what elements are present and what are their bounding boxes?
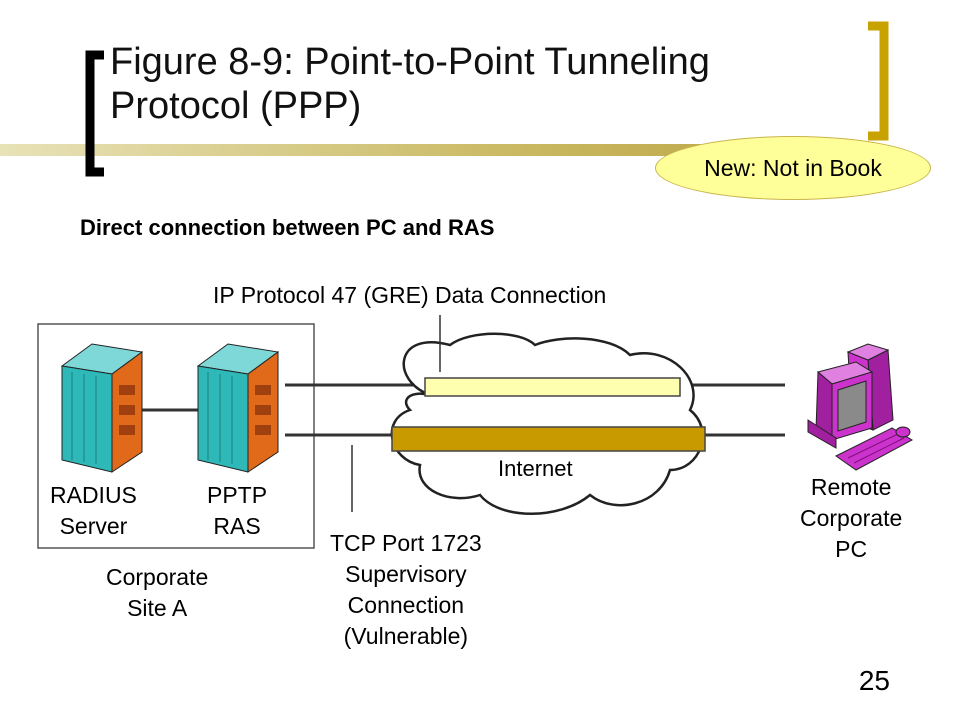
page-number: 25 — [858, 665, 890, 696]
remote-label-line1: Remote — [810, 474, 892, 500]
tcp-label-line3: Connection — [347, 592, 465, 618]
radius-server-icon — [60, 343, 144, 473]
left-bracket — [85, 50, 104, 177]
right-bracket — [868, 21, 889, 141]
remote-pc-icon — [807, 343, 914, 471]
radius-label-line1: RADIUS — [50, 482, 137, 508]
site-label-line1: Corporate — [106, 564, 209, 590]
site-label: Corporate Site A — [106, 562, 208, 624]
internet-label: Internet — [498, 456, 573, 481]
site-label-line2: Site A — [127, 595, 188, 621]
radius-label-line2: Server — [59, 513, 128, 539]
remote-label-line3: PC — [835, 536, 868, 562]
tcp-label-line2: Supervisory — [345, 561, 467, 587]
new-badge: New: Not in Book — [655, 136, 931, 200]
subtitle: Direct connection between PC and RAS — [80, 215, 495, 240]
pptp-label-line2: RAS — [213, 513, 261, 539]
internet-cloud — [390, 332, 704, 515]
radius-label: RADIUS Server — [50, 480, 137, 542]
tcp-tunnel — [391, 426, 706, 452]
remote-label-line2: Corporate — [800, 505, 903, 531]
slide-title: Figure 8-9: Point-to-Point Tunneling Pro… — [110, 40, 830, 128]
gre-label: IP Protocol 47 (GRE) Data Connection — [213, 282, 607, 308]
pptp-ras-server-icon — [196, 343, 280, 473]
tcp-label-line4: (Vulnerable) — [343, 623, 469, 649]
remote-label: Remote Corporate PC — [800, 472, 902, 565]
pptp-label-line1: PPTP — [207, 482, 268, 508]
tcp-label: TCP Port 1723 Supervisory Connection (Vu… — [330, 528, 482, 652]
slide-title-line2: Protocol (PPP) — [110, 85, 362, 127]
tcp-label-line1: TCP Port 1723 — [330, 530, 482, 556]
gre-tunnel — [424, 377, 681, 397]
new-badge-label: New: Not in Book — [704, 154, 882, 181]
slide-title-line1: Figure 8-9: Point-to-Point Tunneling — [110, 41, 710, 83]
pptp-label: PPTP RAS — [207, 480, 267, 542]
title-underline-bar — [0, 144, 885, 156]
